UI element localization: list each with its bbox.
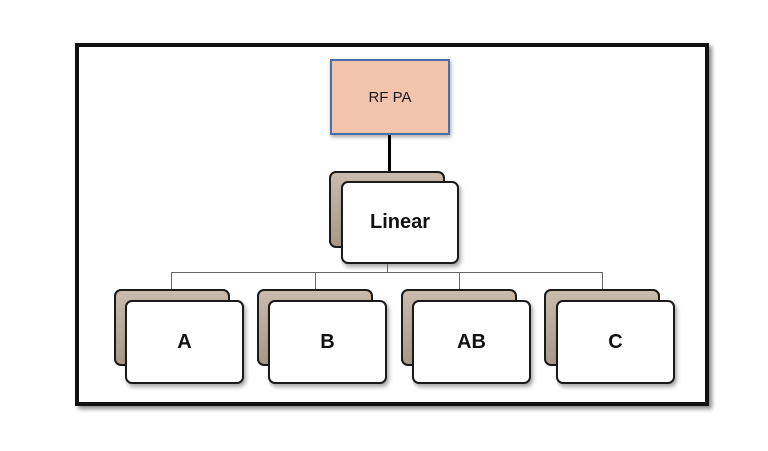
branch-line-a xyxy=(171,272,172,291)
leaf-c-label: C xyxy=(608,330,623,353)
leaf-node-ab: AB xyxy=(412,300,531,384)
horizontal-branch-line xyxy=(171,272,603,273)
branch-line-b xyxy=(315,272,316,291)
branch-line-c xyxy=(602,272,603,291)
linear-down-connector xyxy=(387,264,388,273)
linear-node: Linear xyxy=(341,181,459,264)
leaf-node-c: C xyxy=(556,300,675,384)
leaf-node-b: B xyxy=(268,300,387,384)
branch-line-ab xyxy=(459,272,460,291)
root-to-linear-connector xyxy=(388,135,391,175)
leaf-b-label: B xyxy=(320,330,335,353)
root-node-label: RF PA xyxy=(368,88,412,106)
leaf-node-a: A xyxy=(125,300,244,384)
leaf-a-label: A xyxy=(177,330,192,353)
root-node-rf-pa: RF PA xyxy=(330,59,450,135)
leaf-ab-label: AB xyxy=(457,330,486,353)
linear-node-label: Linear xyxy=(369,211,431,233)
